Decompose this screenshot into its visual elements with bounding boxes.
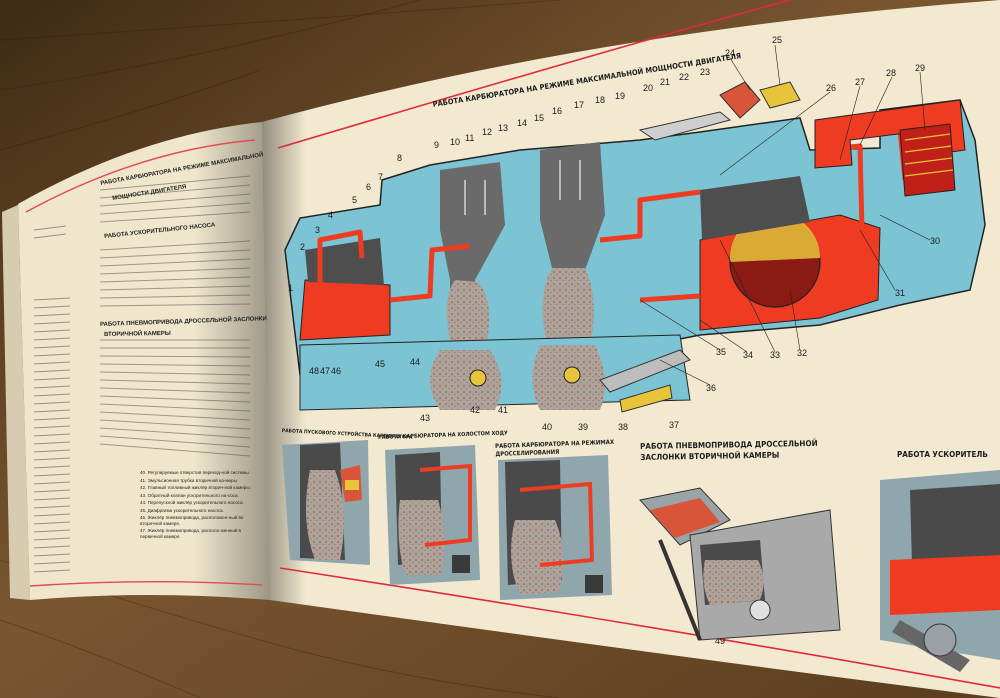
callout: 3: [315, 225, 321, 235]
callout: 33: [770, 350, 781, 360]
panel-title-accelerator: РАБОТА УСКОРИТЕЛЬ: [897, 450, 988, 459]
panel-idle-diagram: [385, 445, 480, 585]
callout: 18: [595, 95, 606, 105]
callout: 24: [725, 48, 736, 58]
callout: 36: [706, 383, 717, 393]
callout: 29: [915, 63, 926, 73]
callout: 6: [366, 182, 372, 192]
callout: 37: [669, 420, 680, 430]
left-legend: 40. Регулируемые отверстия переход-ной с…: [140, 470, 260, 539]
legend-item: 42. Главный топливный жиклёр вторич-ной …: [140, 485, 251, 490]
left-text-column-1: [33, 225, 71, 573]
page-stack: [2, 205, 30, 600]
legend-item: 44. Перепускной жиклёр ускорительного на…: [140, 500, 244, 505]
callout: 22: [679, 72, 690, 82]
callout: 38: [618, 422, 629, 432]
callout: 1: [288, 283, 294, 293]
callout: 48: [309, 366, 320, 376]
callout: 9: [434, 140, 440, 150]
legend-item: 47. Жиклёр пневмопривода, располо-женный…: [140, 528, 241, 539]
panel-pneumatic-diagram: [639, 487, 841, 641]
callout: 46: [331, 366, 342, 376]
callout: 28: [886, 68, 897, 78]
right-page-bottom-rule: [279, 567, 1000, 689]
main-carburettor-diagram: [284, 81, 986, 413]
callout: 20: [643, 83, 654, 93]
callout: 13: [498, 123, 509, 133]
callout: 8: [397, 153, 403, 163]
legend-item: 46. Жиклёр пневмопривода, расположен-ный…: [140, 515, 244, 526]
callout: 14: [517, 118, 528, 128]
callout: 31: [895, 288, 906, 298]
callout: 16: [552, 106, 563, 116]
legend-item: 41. Эмульсионная трубка вторичной ка-мер…: [140, 477, 239, 483]
callout: 2: [300, 242, 306, 252]
right-page-top-rule: [277, 0, 791, 149]
callout-leaders: [639, 44, 931, 386]
callout: 7: [378, 172, 384, 182]
left-text-column-2: [99, 175, 251, 457]
callout: 21: [660, 77, 671, 87]
callout: 47: [320, 366, 331, 376]
callout: 39: [578, 422, 589, 432]
legend-item: 43. Обратный клапан ускорительного на-со…: [140, 492, 239, 498]
callout: 43: [420, 413, 431, 423]
callout: 45: [375, 359, 386, 369]
callout: 44: [410, 357, 421, 367]
callout: 27: [855, 77, 866, 87]
callout: 5: [352, 195, 358, 205]
callout: 19: [615, 91, 626, 101]
callout: 25: [772, 35, 783, 45]
legend-item: 40. Регулируемые отверстия переход-ной с…: [140, 470, 250, 475]
callout: 30: [930, 236, 941, 246]
callout: 10: [450, 137, 461, 147]
callout: 40: [542, 422, 553, 432]
callout: 17: [574, 100, 585, 110]
panel-accelerator-diagram: [880, 470, 1000, 672]
callout: 32: [797, 348, 808, 358]
callout: 42: [470, 405, 481, 415]
callout: 11: [465, 133, 475, 143]
callout: 4: [328, 210, 334, 220]
callout: 41: [498, 405, 509, 415]
panel-startup-diagram: [282, 440, 370, 565]
left-page-rule: [25, 139, 256, 213]
callout: 15: [534, 113, 545, 123]
callout: 23: [700, 67, 711, 77]
legend-item: 45. Диафрагма ускорительного насоса.: [140, 507, 224, 513]
callout: 35: [716, 347, 727, 357]
callout: 34: [743, 350, 754, 360]
callout: 49: [715, 636, 726, 646]
callout: 26: [826, 83, 837, 93]
panel-throttle-diagram: [498, 455, 612, 600]
callout: 12: [482, 127, 493, 137]
